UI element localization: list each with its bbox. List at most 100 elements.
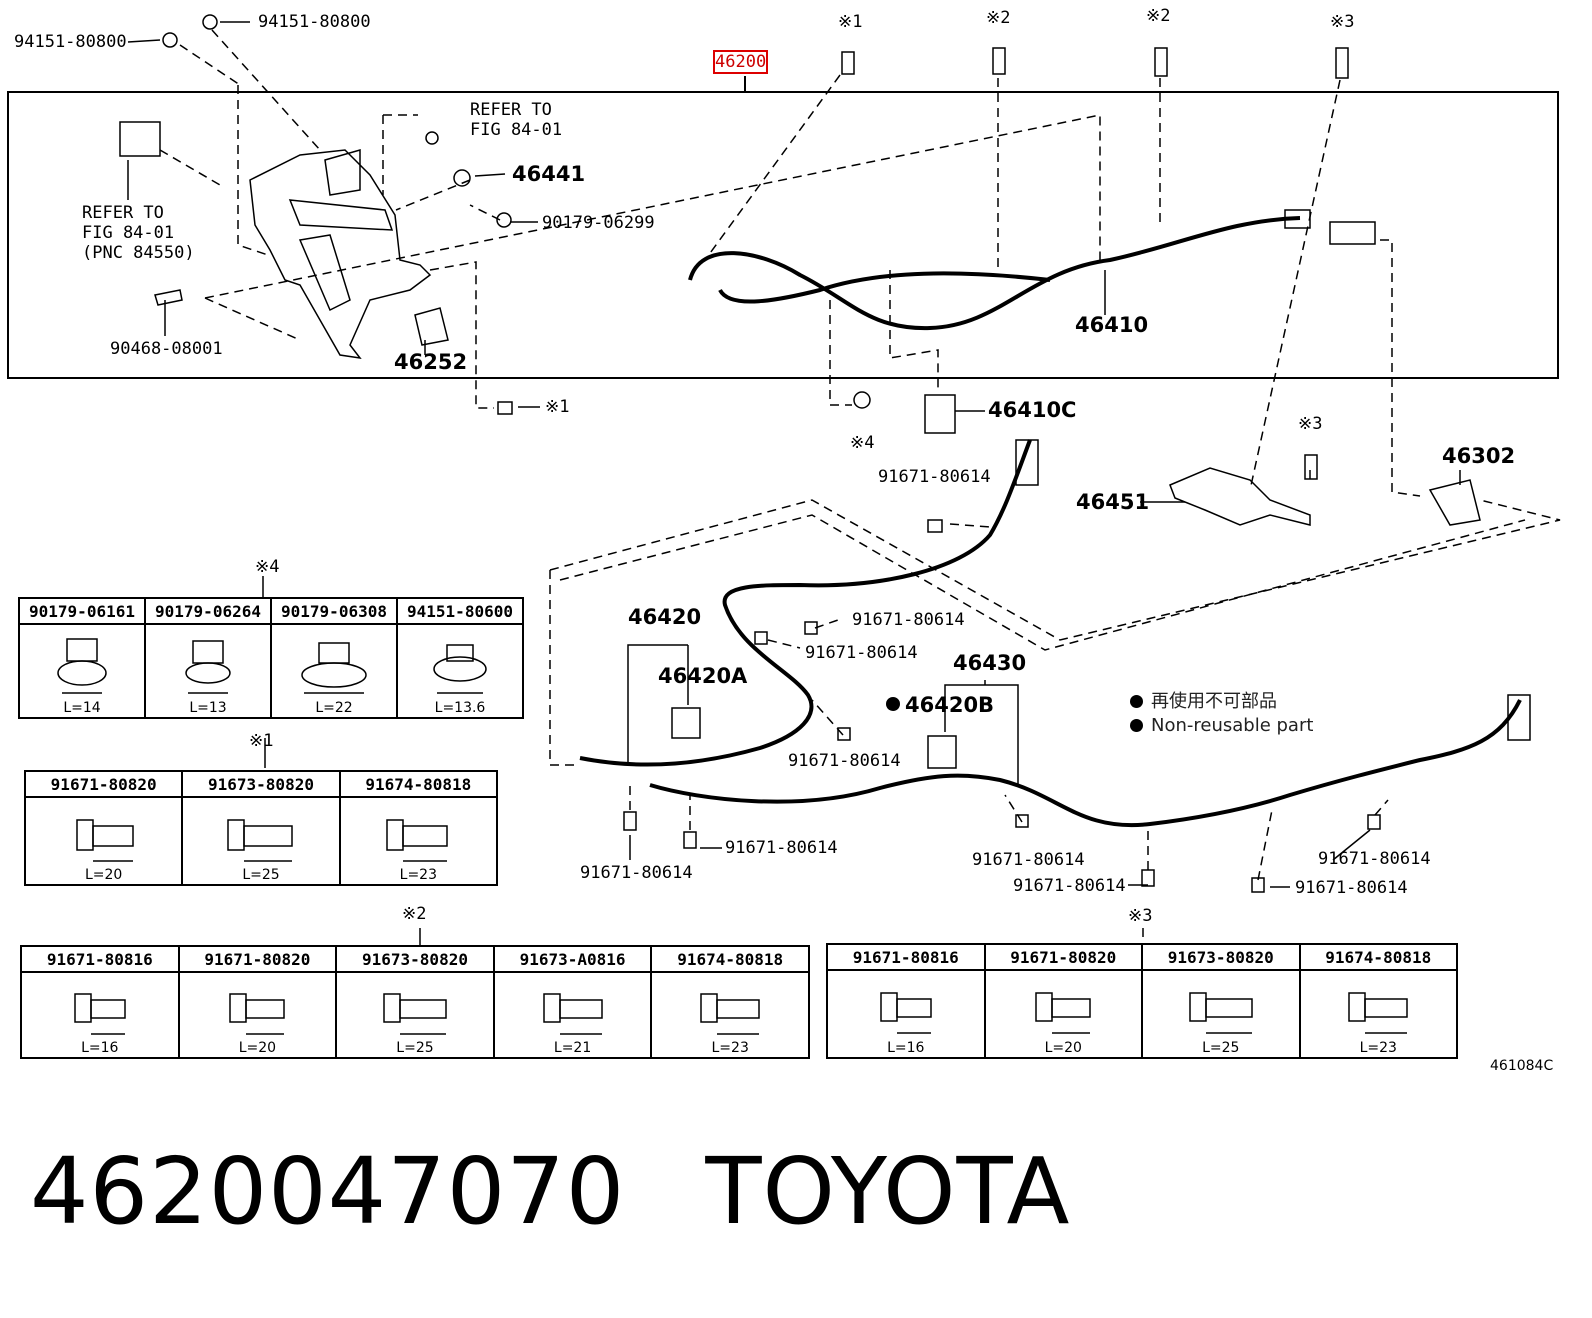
table-1-part-2: 91673-80820 (181, 770, 341, 798)
table-2-mark: ※2 (402, 904, 427, 924)
callout-46451: 46451 (1076, 490, 1150, 514)
table-4-part-4: 94151-80600 (396, 597, 524, 625)
mark-1-lower: ※1 (545, 397, 570, 417)
table-1-part-1: 91671-80820 (23, 770, 184, 798)
part-number: 4620047070 (30, 1138, 626, 1245)
spec-table-1: 91671-80820 91673-80820 91674-80818 L=20… (23, 770, 499, 886)
brand-name: TOYOTA (705, 1138, 1071, 1245)
bolt-icon (75, 819, 134, 862)
table-3-part-3: 91673-80820 (1141, 943, 1301, 971)
table-2-part-4: 91673-A0816 (492, 945, 653, 973)
lower-dash-outline (549, 570, 580, 766)
legend-item-jp: 再使用不可部品 (1130, 690, 1313, 714)
table-4-cell-4: L=13.6 (396, 623, 524, 719)
upper-dash-outline (204, 114, 1101, 299)
spec-table-2: 91671-80816 91671-80820 91673-80820 9167… (20, 945, 810, 1059)
bolt-icon (880, 992, 932, 1034)
table-4-part-3: 90179-06308 (270, 597, 398, 625)
callout-46302: 46302 (1442, 444, 1516, 468)
bolt-icon (700, 993, 760, 1035)
callout-46410: 46410 (1075, 313, 1149, 337)
cable-46420 (579, 439, 1032, 767)
callout-46420A: 46420A (658, 664, 748, 688)
table-1-cell-3: L=23 (338, 796, 499, 886)
table-2-cell-4: L=21 (492, 971, 653, 1059)
table-3-part-2: 91671-80820 (983, 943, 1143, 971)
table-4-part-2: 90179-06264 (144, 597, 272, 625)
table-3-mark: ※3 (1128, 906, 1153, 926)
lever-sketch (249, 149, 432, 360)
callout-46410C: 46410C (988, 398, 1077, 422)
callout-91671-80614-i: 91671-80614 (1318, 849, 1431, 869)
table-4-cell-1: L=14 (18, 623, 146, 719)
table-3-cell-4: L=23 (1298, 969, 1458, 1059)
bolt-icon (1035, 992, 1091, 1034)
callout-91671-80614-a: 91671-80614 (878, 467, 991, 487)
table-4-part-1: 90179-06161 (18, 597, 146, 625)
table-2-part-1: 91671-80816 (20, 945, 180, 973)
mark-4: ※4 (850, 433, 875, 453)
callout-46420: 46420 (628, 605, 702, 629)
callout-91671-80614-e: 91671-80614 (725, 838, 838, 858)
callout-91671-80614-c: 91671-80614 (805, 643, 918, 663)
table-3-part-1: 91671-80816 (826, 943, 986, 971)
callout-91671-80614-h: 91671-80614 (1013, 876, 1126, 896)
nut-icon (57, 638, 107, 694)
flange-nut-icon (301, 642, 367, 694)
spec-table-3: 91671-80816 91671-80820 91673-80820 9167… (826, 943, 1458, 1059)
table-1-cell-1: L=20 (23, 796, 184, 886)
footer-caption: 4620047070 TOYOTA (30, 1138, 1071, 1245)
bolt-icon (229, 993, 286, 1035)
callout-91671-80614-j: 91671-80614 (1295, 878, 1408, 898)
assembly-frame (7, 91, 1559, 379)
nut-icon (185, 640, 231, 694)
table-4-mark: ※4 (255, 557, 280, 577)
table-3-part-4: 91674-80818 (1298, 943, 1458, 971)
table-4-cell-2: L=13 (144, 623, 272, 719)
mark-3-top: ※3 (1330, 12, 1355, 32)
table-3-cell-2: L=20 (983, 969, 1143, 1059)
table-1-cell-2: L=25 (181, 796, 341, 886)
refer-to-fig-84-01: REFER TO FIG 84-01 (470, 100, 563, 140)
callout-46252: 46252 (394, 350, 468, 374)
table-4-cell-3: L=22 (270, 623, 398, 719)
callout-91671-80614-g: 91671-80614 (972, 850, 1085, 870)
cable-46410 (688, 216, 1301, 331)
mark-2-top-b: ※2 (1146, 6, 1171, 26)
mark-2-top-a: ※2 (986, 8, 1011, 28)
mark-3-mid: ※3 (1298, 414, 1323, 434)
bolt-icon (542, 993, 603, 1035)
callout-94151-80800-left: 94151-80800 (14, 32, 127, 52)
bullet-icon (1130, 719, 1143, 732)
bolt-icon (1348, 992, 1408, 1034)
bolt-icon (383, 993, 447, 1035)
bolt-icon (74, 993, 126, 1035)
refer-to-fig-84-01-pnc: REFER TO FIG 84-01 (PNC 84550) (82, 203, 195, 263)
bolt-icon (227, 819, 293, 862)
spec-table-4: 90179-06161 90179-06264 90179-06308 9415… (18, 597, 524, 719)
table-1-part-3: 91674-80818 (338, 770, 499, 798)
callout-91671-80614-f: 91671-80614 (580, 863, 693, 883)
callout-46420B: 46420B (905, 693, 995, 717)
callout-91671-80614-d: 91671-80614 (788, 751, 901, 771)
table-2-cell-1: L=16 (20, 971, 180, 1059)
table-1-mark: ※1 (249, 731, 274, 751)
callout-46441: 46441 (512, 162, 586, 186)
figure-code: 461084C (1490, 1058, 1554, 1074)
table-2-part-3: 91673-80820 (335, 945, 495, 973)
cable-46430 (649, 699, 1522, 828)
table-2-cell-3: L=25 (335, 971, 495, 1059)
table-3-cell-3: L=25 (1141, 969, 1301, 1059)
callout-90179-06299: 90179-06299 (542, 213, 655, 233)
callout-46430: 46430 (953, 651, 1027, 675)
table-2-cell-2: L=20 (177, 971, 338, 1059)
mark-1-top: ※1 (838, 12, 863, 32)
flange-nut-icon (433, 644, 487, 694)
callout-46200-highlighted[interactable]: 46200 (712, 50, 769, 74)
callout-90468-08001: 90468-08001 (110, 339, 223, 359)
table-2-part-2: 91671-80820 (177, 945, 338, 973)
table-2-part-5: 91674-80818 (650, 945, 810, 973)
bolt-icon (1189, 992, 1253, 1034)
